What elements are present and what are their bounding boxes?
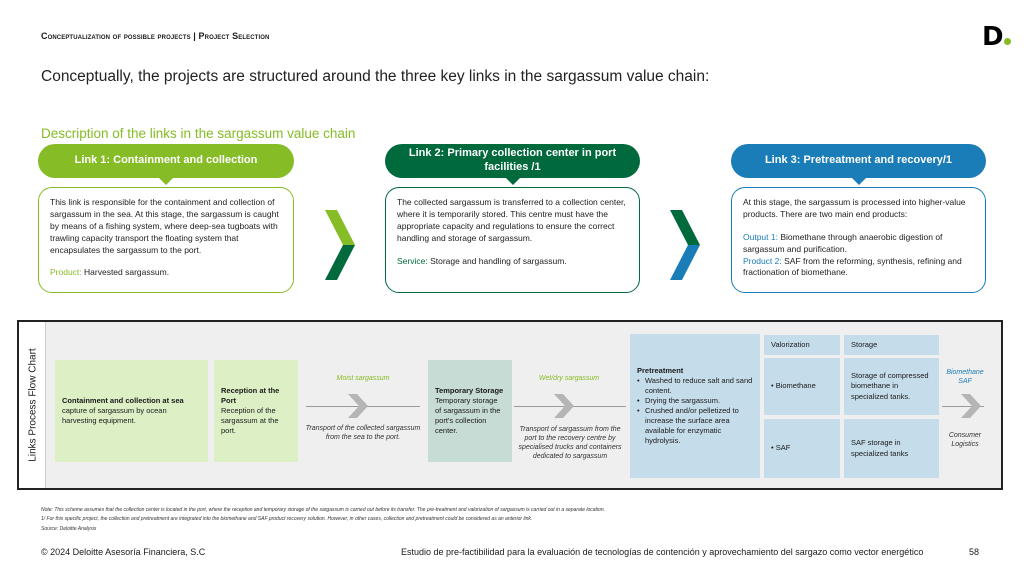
link2-description: The collected sargassum is transferred t… [397, 197, 626, 243]
valorization-biomethane-label: Biomethane [775, 381, 816, 391]
pretreatment-list: Washed to reduce salt and sand content. … [637, 376, 753, 447]
transport-line [942, 406, 984, 407]
link1-header: Link 1: Containment and collection [38, 144, 294, 185]
flow-step-reception-text: Reception of the sargassum at the port. [221, 405, 279, 436]
chevron-right-icon [670, 210, 700, 280]
note-text: Note: This scheme assumes that the colle… [41, 507, 605, 513]
link2-service: Service: Storage and handling of sargass… [397, 256, 628, 268]
link1-box: This link is responsible for the contain… [38, 187, 294, 293]
link3-output1-text: Biomethane through anaerobic digestion o… [743, 231, 943, 254]
valorization-header: Valorization [764, 335, 840, 355]
link1-product-text: Harvested sargassum. [81, 267, 170, 278]
breadcrumb-separator: | [190, 31, 199, 41]
transport-port-to-recovery-label: Transport of sargassum from the port to … [518, 426, 622, 461]
valorization-saf: • SAF [764, 419, 840, 478]
link3-box: At this stage, the sargassum is processe… [731, 187, 986, 293]
list-item: Drying the sargassum. [637, 396, 753, 406]
link3-product2-text: SAF from the reforming, synthesis, refin… [743, 255, 962, 278]
chevron-right-icon [348, 394, 368, 418]
link3-output1: Output 1: Biomethane through anaerobic d… [743, 232, 974, 256]
flow-step-containment-text: capture of sargassum by ocean harvesting… [62, 405, 167, 426]
valorization-biomethane: • Biomethane [764, 358, 840, 415]
end-products-label: Biomethane SAF [946, 369, 984, 386]
storage-saf: SAF storage in specialized tanks [844, 419, 939, 478]
transport-sea-to-port-label: Transport of the collected sargassum fro… [305, 425, 421, 442]
flow-step-reception-title: Reception at the Port [221, 385, 280, 405]
moist-sargassum-label: Moist sargassum [336, 375, 390, 382]
link2-service-label: Service: [397, 255, 428, 266]
bullet: • [771, 443, 776, 453]
chevron-right-icon [961, 394, 981, 418]
link3-product2-label: Product 2: [743, 255, 782, 266]
chevron-right-icon [325, 210, 355, 280]
footer-study-title: Estudio de pre-factibilidad para la eval… [401, 547, 924, 557]
flow-step-reception: Reception at the Port Reception of the s… [214, 360, 298, 462]
footer-copyright: © 2024 Deloitte Asesoría Financiera, S.C [41, 547, 206, 557]
source-text: Source: Deloitte Analysis [41, 526, 97, 532]
breadcrumb-page: Project Selection [198, 31, 270, 41]
flow-step-containment-title: Containment and collection at sea [62, 395, 184, 405]
link2-header: Link 2: Primary collection center in por… [385, 144, 640, 185]
deloitte-logo: D [982, 22, 1004, 52]
flow-step-temporary-storage: Temporary Storage Temporary storage of s… [428, 360, 512, 462]
flow-step-containment: Containment and collection at sea captur… [55, 360, 208, 462]
flow-step-storage-title: Temporary Storage [435, 385, 504, 395]
list-item: Washed to reduce salt and sand content. [637, 376, 753, 396]
footnote-text: 1/ For this specific project, the collec… [41, 516, 533, 522]
breadcrumb-section: Conceptualization of possible projects [41, 31, 191, 41]
link2-box: The collected sargassum is transferred t… [385, 187, 640, 293]
pretreatment-title: Pretreatment [637, 365, 684, 375]
bullet: • [771, 381, 776, 391]
link3-description: At this stage, the sargassum is processe… [743, 197, 966, 219]
link3-output1-label: Output 1: [743, 231, 778, 242]
section-title: Description of the links in the sargassu… [41, 126, 356, 141]
link1-product-label: Product: [50, 267, 82, 278]
breadcrumb: Conceptualization of possible projects |… [41, 31, 269, 41]
link2-service-text: Storage and handling of sargassum. [427, 255, 567, 266]
link1-description: This link is responsible for the contain… [50, 197, 279, 255]
link3-product2: Product 2: SAF from the reforming, synth… [743, 256, 974, 280]
flow-side-label: Links Process Flow Chart [27, 348, 39, 462]
deloitte-logo-dot [1004, 38, 1011, 45]
flow-side-panel [19, 322, 46, 488]
chevron-right-icon [554, 394, 574, 418]
storage-header: Storage [844, 335, 939, 355]
link1-product: Product: Harvested sargassum. [50, 267, 282, 279]
list-item: Crushed and/or pelletized to increase th… [637, 406, 753, 447]
storage-biomethane: Storage of compressed biomethane in spec… [844, 358, 939, 415]
page-headline: Conceptually, the projects are structure… [41, 68, 710, 85]
wet-dry-sargassum-label: Wet/dry sargassum [538, 375, 600, 382]
flow-step-storage-text: Temporary storage of sargassum in the po… [435, 395, 501, 436]
page-number: 58 [969, 547, 980, 557]
link3-header: Link 3: Pretreatment and recovery/1 [731, 144, 986, 185]
flow-step-pretreatment: Pretreatment Washed to reduce salt and s… [630, 334, 760, 478]
valorization-saf-label: SAF [775, 443, 791, 453]
consumer-logistics-label: Consumer Logistics [948, 432, 982, 449]
